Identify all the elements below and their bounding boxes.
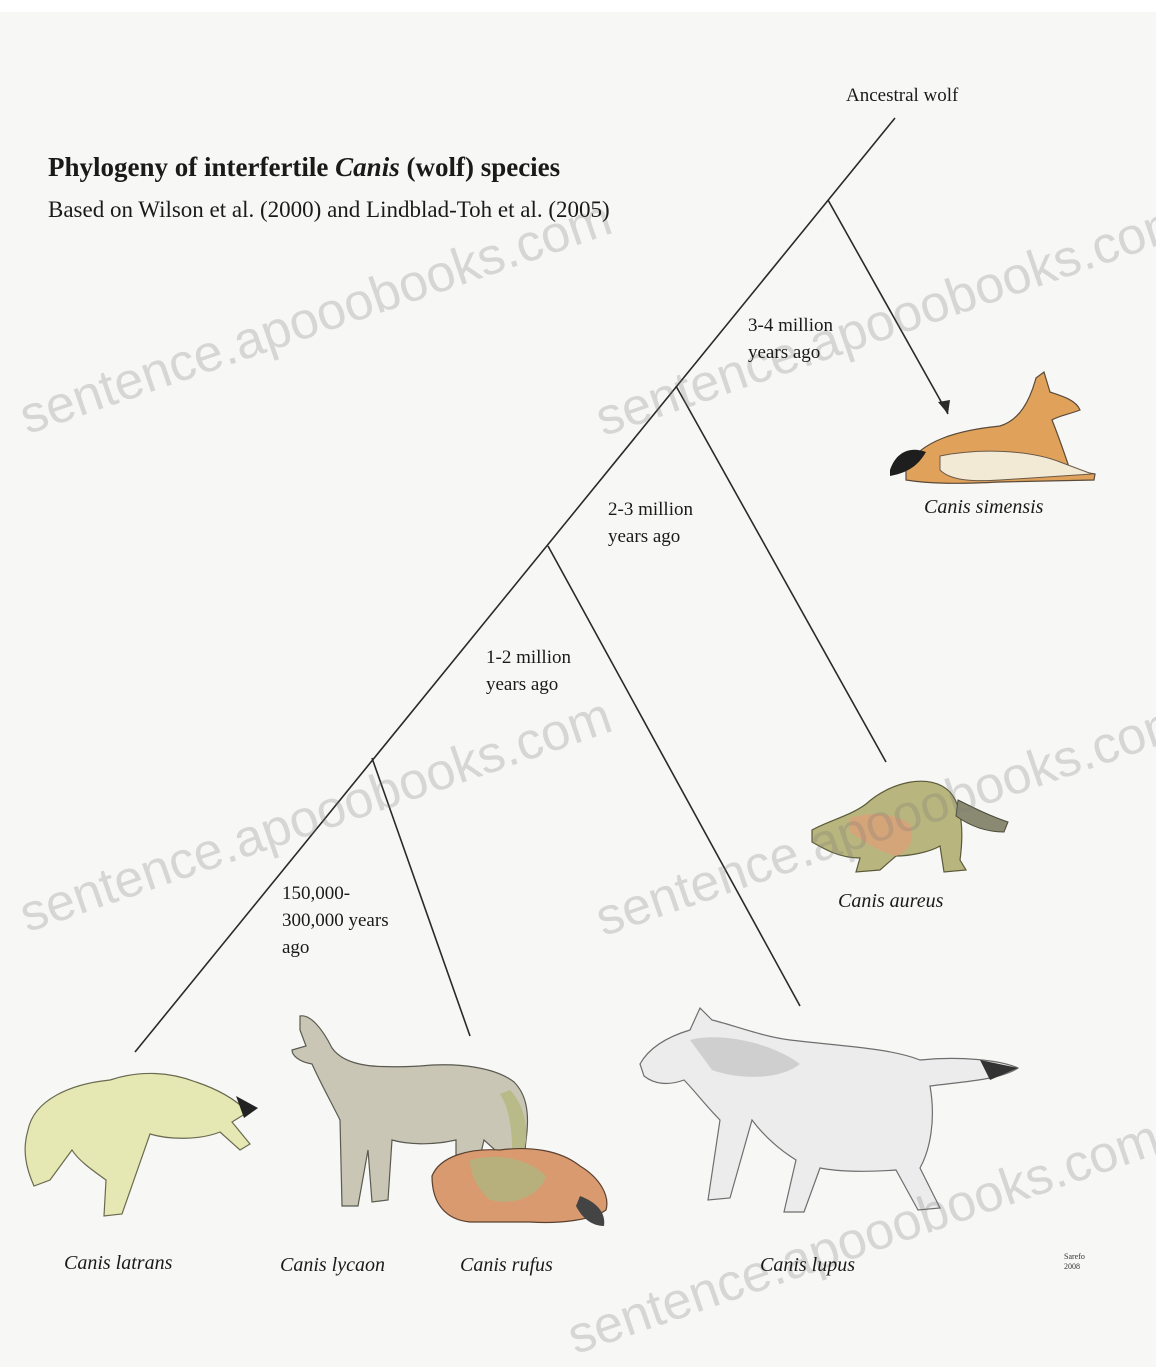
phylogeny-tree xyxy=(0,0,1156,1285)
divergence-label-3-4my: 3-4 million years ago xyxy=(748,312,833,366)
title-prefix: Phylogeny of interfertile xyxy=(48,152,335,182)
figure-subtitle: Based on Wilson et al. (2000) and Lindbl… xyxy=(48,197,610,223)
canis-lupus-illustration xyxy=(640,1008,1018,1212)
branch-simensis xyxy=(828,200,948,414)
canis-rufus-illustration xyxy=(432,1149,607,1226)
artist-credit: Sarefo 2008 xyxy=(1064,1252,1124,1272)
arrow-head xyxy=(938,400,950,414)
divergence-label-150k: 150,000- 300,000 years ago xyxy=(282,880,389,961)
branch-aureus xyxy=(676,386,886,762)
species-name-lupus: Canis lupus xyxy=(760,1254,855,1277)
main-trunk xyxy=(135,118,895,1052)
species-name-rufus: Canis rufus xyxy=(460,1254,553,1277)
title-genus: Canis xyxy=(335,152,400,182)
root-label: Ancestral wolf xyxy=(846,82,958,109)
species-name-lycaon: Canis lycaon xyxy=(280,1254,385,1277)
canis-simensis-illustration xyxy=(890,372,1095,483)
canis-latrans-illustration xyxy=(25,1073,258,1216)
divergence-label-2-3my: 2-3 million years ago xyxy=(608,496,693,550)
species-name-simensis: Canis simensis xyxy=(924,496,1043,519)
species-name-aureus: Canis aureus xyxy=(838,890,943,913)
divergence-label-1-2my: 1-2 million years ago xyxy=(486,644,571,698)
canis-aureus-illustration xyxy=(812,781,1008,872)
species-name-latrans: Canis latrans xyxy=(64,1252,172,1275)
title-suffix: (wolf) species xyxy=(400,152,560,182)
branch-lupus xyxy=(548,546,800,1006)
figure-title: Phylogeny of interfertile Canis (wolf) s… xyxy=(48,152,560,183)
